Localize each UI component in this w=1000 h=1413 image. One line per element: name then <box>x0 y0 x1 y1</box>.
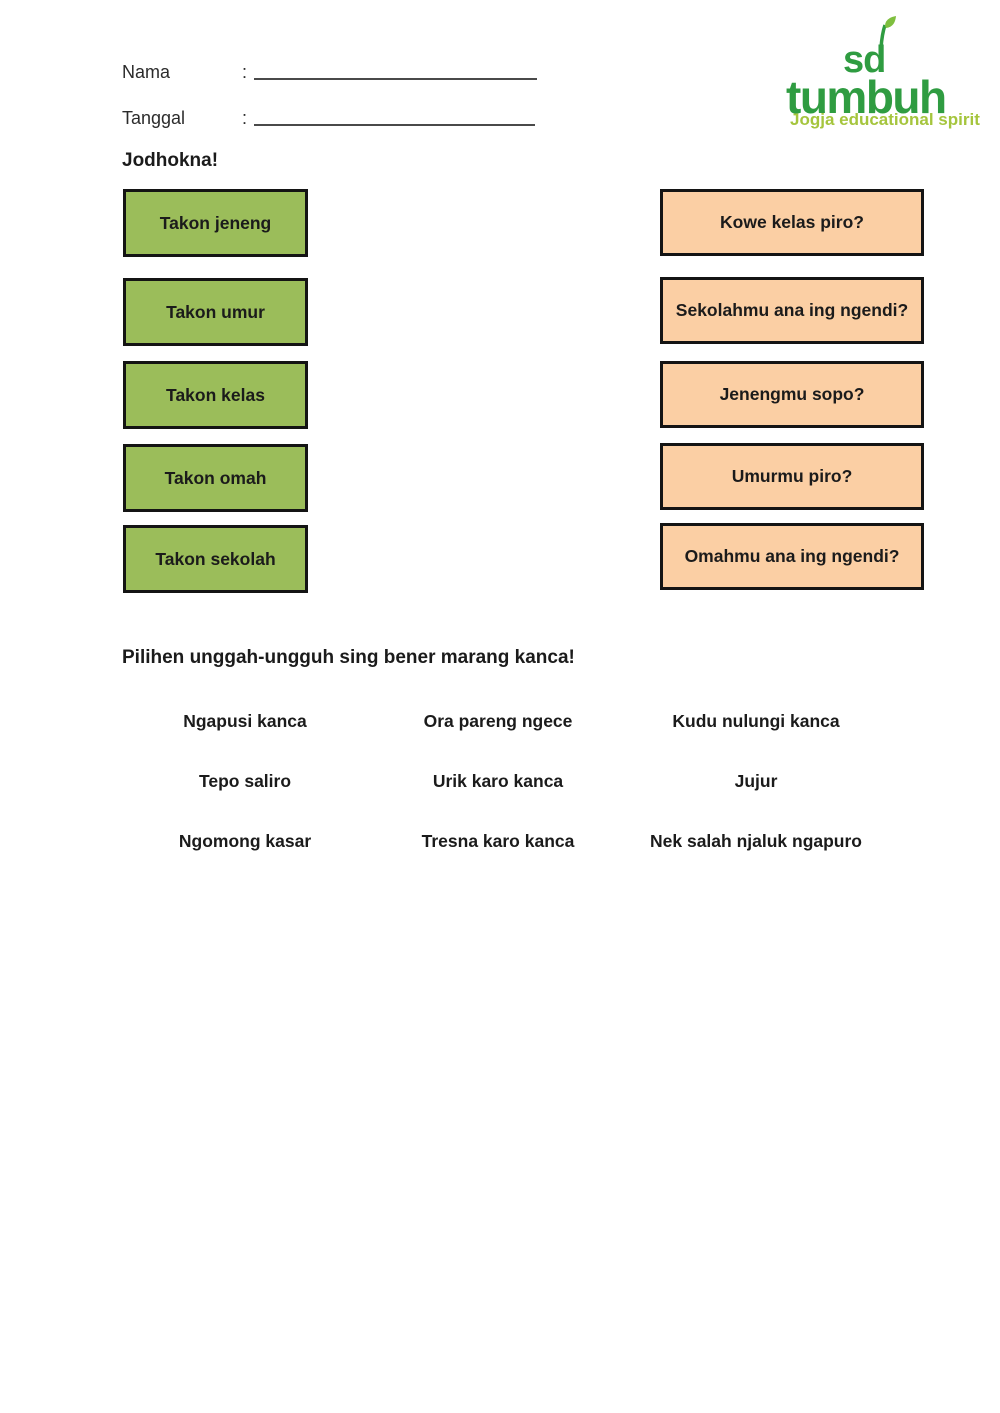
match-target-box[interactable]: Jenengmu sopo? <box>660 361 924 428</box>
word-choice[interactable]: Ngomong kasar <box>178 831 312 851</box>
logo-sd-text: sd <box>843 39 886 81</box>
match-source-label: Takon omah <box>164 467 267 488</box>
leaf-icon <box>879 16 896 48</box>
match-target-box[interactable]: Umurmu piro? <box>660 443 924 510</box>
match-target-label: Kowe kelas piro? <box>720 212 864 232</box>
match-target-label: Omahmu ana ing ngendi? <box>684 546 900 566</box>
match-target-box[interactable]: Sekolahmu ana ing ngendi? <box>660 277 924 344</box>
word-choice[interactable]: Ngapusi kanca <box>183 711 307 731</box>
date-label: Tanggal <box>122 108 186 128</box>
word-choice[interactable]: Kudu nulungi kanca <box>672 711 840 731</box>
name-colon: : <box>242 62 248 82</box>
date-colon: : <box>242 108 248 128</box>
word-choice[interactable]: Urik karo kanca <box>432 771 564 791</box>
choices-section-title: Pilihen unggah-ungguh sing bener marang … <box>122 647 575 668</box>
date-input-line[interactable] <box>254 108 535 126</box>
logo-tagline: Jogja educational spirit <box>790 110 980 129</box>
word-choice[interactable]: Tepo saliro <box>198 771 292 791</box>
match-source-label: Takon sekolah <box>155 548 276 569</box>
word-choice[interactable]: Nek salah njaluk ngapuro <box>650 831 862 851</box>
match-source-label: Takon umur <box>166 301 265 322</box>
name-input-line[interactable] <box>254 62 537 80</box>
logo-tumbuh-text: tumbuh <box>786 71 947 123</box>
matching-section-title: Jodhokna! <box>122 150 219 171</box>
match-source-box[interactable]: Takon omah <box>123 444 308 512</box>
match-target-label: Sekolahmu ana ing ngendi? <box>675 300 909 320</box>
match-source-box[interactable]: Takon umur <box>123 278 308 346</box>
name-label: Nama <box>122 62 171 82</box>
match-target-box[interactable]: Omahmu ana ing ngendi? <box>660 523 924 590</box>
match-source-label: Takon kelas <box>166 384 265 405</box>
match-target-label: Umurmu piro? <box>731 466 853 486</box>
school-logo: sd tumbuh Jogja educational spirit <box>786 16 986 136</box>
word-choice[interactable]: Jujur <box>734 771 778 791</box>
match-target-label: Jenengmu sopo? <box>719 384 865 404</box>
match-target-box[interactable]: Kowe kelas piro? <box>660 189 924 256</box>
match-source-label: Takon jeneng <box>159 212 272 233</box>
word-choice[interactable]: Ora pareng ngece <box>423 711 573 731</box>
word-choice[interactable]: Tresna karo kanca <box>421 831 575 851</box>
match-source-box[interactable]: Takon sekolah <box>123 525 308 593</box>
match-source-box[interactable]: Takon kelas <box>123 361 308 429</box>
match-source-box[interactable]: Takon jeneng <box>123 189 308 257</box>
